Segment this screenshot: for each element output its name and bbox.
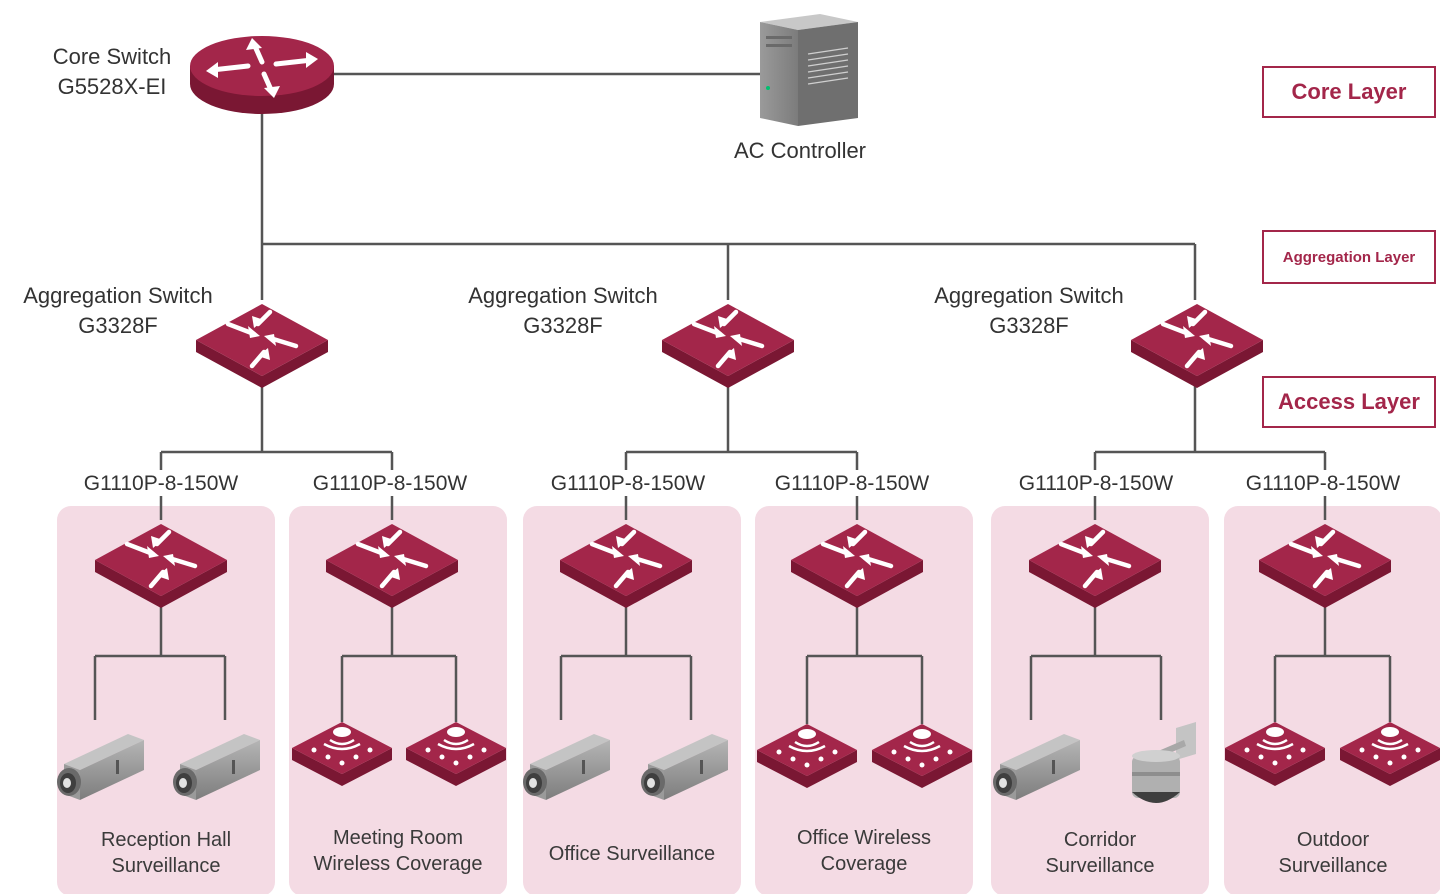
zone-caption-line: Meeting Room	[332, 827, 464, 849]
zone-caption: Meeting Room Wireless Coverage	[289, 825, 507, 877]
zone-caption-line: Wireless Coverage	[313, 853, 483, 875]
zone-caption: Reception Hall Surveillance	[57, 827, 275, 879]
zone-backgrounds	[57, 506, 1440, 894]
zone-caption-line: Coverage	[820, 853, 908, 875]
zone-outdoor	[1224, 506, 1440, 894]
aggregation-switch-label: Aggregation Switch G3328F	[913, 281, 1145, 341]
core-switch-name: Core Switch	[52, 44, 172, 69]
zone-caption-line: Surveillance	[111, 855, 221, 877]
aggregation-switch-model: G3328F	[523, 313, 603, 338]
zone-meeting-room	[289, 506, 507, 894]
zone-caption: Office Surveillance	[523, 841, 741, 867]
aggregation-switch-model: G3328F	[989, 313, 1069, 338]
zone-reception-hall	[57, 506, 275, 894]
server-icon	[760, 14, 858, 126]
zone-caption-line: Reception Hall	[100, 829, 232, 851]
zone-caption: Office Wireless Coverage	[755, 825, 973, 877]
access-switch-model: G1110P-8-150W	[550, 472, 706, 495]
access-switch-model: G1110P-8-150W	[312, 472, 468, 495]
access-switch-model: G1110P-8-150W	[1245, 472, 1401, 495]
router-icon	[190, 36, 334, 114]
core-switch-label: Core Switch G5528X-EI	[22, 42, 202, 102]
aggregation-switch-name: Aggregation Switch	[468, 283, 658, 308]
aggregation-switch-label: Aggregation Switch G3328F	[2, 281, 234, 341]
aggregation-layer-badge: Aggregation Layer	[1262, 230, 1436, 284]
aggregation-switch-label: Aggregation Switch G3328F	[447, 281, 679, 341]
zone-caption-line: Surveillance	[1045, 855, 1155, 877]
zone-caption-line: Surveillance	[1278, 855, 1388, 877]
zone-caption: Corridor Surveillance	[991, 827, 1209, 879]
zone-caption: Outdoor Surveillance	[1224, 827, 1440, 879]
zone-caption-line: Office Surveillance	[548, 843, 716, 865]
aggregation-switch-model: G3328F	[78, 313, 158, 338]
aggregation-switch-name: Aggregation Switch	[23, 283, 213, 308]
aggregation-switch-name: Aggregation Switch	[934, 283, 1124, 308]
switch-icon	[1131, 304, 1263, 388]
links	[93, 72, 1392, 724]
zone-caption-line: Outdoor	[1296, 829, 1370, 851]
switch-icon	[662, 304, 794, 388]
access-switch-model: G1110P-8-150W	[1018, 472, 1174, 495]
ac-controller-label: AC Controller	[733, 138, 867, 163]
access-switch-model: G1110P-8-150W	[83, 472, 239, 495]
zone-office-wireless	[755, 506, 973, 894]
zone-caption-line: Corridor	[1063, 829, 1137, 851]
access-switch-model: G1110P-8-150W	[774, 472, 930, 495]
core-layer-badge: Core Layer	[1262, 66, 1436, 118]
access-layer-badge: Access Layer	[1262, 376, 1436, 428]
zone-office-surveillance	[523, 506, 741, 894]
zone-caption-line: Office Wireless	[796, 827, 932, 849]
core-switch-model: G5528X-EI	[57, 74, 167, 99]
